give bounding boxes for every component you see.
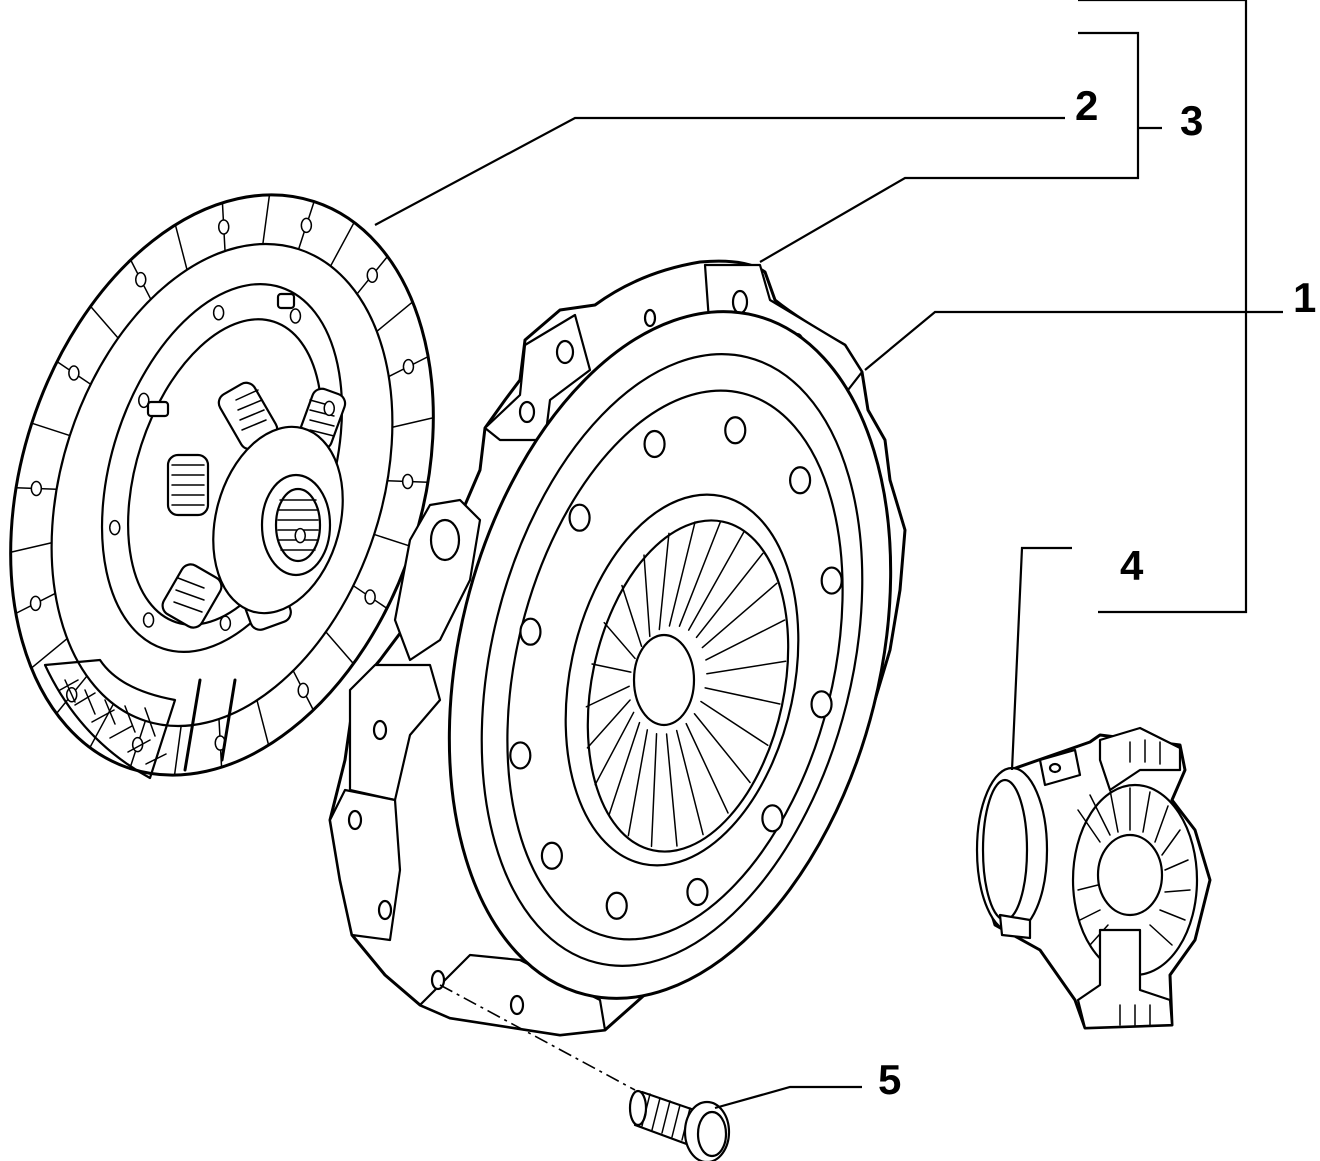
diaphragm-finger [685, 722, 729, 814]
diaphragm-finger [665, 733, 678, 847]
rivet-hole [68, 365, 80, 381]
cover-bolt-hole [643, 429, 666, 459]
friction-segment-line [9, 542, 53, 554]
friction-segment-line [325, 631, 355, 665]
friction-segment-line [262, 194, 271, 245]
friction-segment-line [89, 305, 119, 339]
hub-hole [219, 615, 232, 632]
diaphragm-finger [705, 619, 786, 661]
diaphragm-finger [678, 520, 722, 627]
callout-4: 4 [1120, 542, 1144, 589]
cover-bolt-hole [761, 804, 784, 833]
diaphragm-finger [643, 554, 651, 638]
diaphragm-finger [608, 721, 641, 816]
hub-hole [323, 400, 335, 417]
callout-3: 3 [1180, 97, 1203, 144]
diaphragm-finger [586, 699, 631, 749]
friction-segment-line [174, 224, 188, 271]
cover-bolt-hole [540, 841, 563, 870]
rivet-hole [401, 473, 414, 490]
diaphragm-finger [687, 531, 745, 631]
callout-numbers: 1 2 3 4 5 [878, 82, 1316, 1103]
hub-hole [142, 612, 155, 628]
friction-segment-line [391, 416, 435, 428]
mounting-bolt [628, 1089, 731, 1161]
rivet-hole [366, 267, 379, 283]
friction-segment-line [376, 301, 414, 333]
cover-bolt-hole [810, 690, 833, 719]
callout-leaders [374, 0, 1283, 1110]
release-bearing [975, 726, 1212, 1030]
cover-bolt-hole [789, 466, 812, 495]
diaphragm-finger [594, 711, 635, 786]
diaphragm-finger [621, 584, 643, 648]
pressure-plate-cover [328, 259, 907, 1037]
friction-segment-line [31, 422, 71, 437]
rivet-hole [30, 480, 43, 497]
rivet-hole [300, 217, 313, 234]
callout-5: 5 [878, 1056, 901, 1103]
friction-segment-line [329, 221, 355, 267]
diaphragm-finger [668, 521, 696, 627]
diaphragm-finger [695, 552, 764, 639]
callout-1: 1 [1293, 274, 1316, 321]
rivet-hole [364, 589, 376, 605]
rivet-hole [135, 271, 147, 288]
rivet-hole [217, 219, 230, 235]
friction-segment-line [256, 699, 270, 746]
friction-segment-line [373, 533, 413, 548]
clutch-disc [9, 193, 435, 780]
diaphragm-finger [627, 729, 649, 837]
friction-segment-line [30, 637, 68, 669]
callout-2: 2 [1075, 82, 1098, 129]
diaphragm-finger [675, 729, 704, 836]
rivet-hole [297, 682, 309, 699]
diaphragm-finger [585, 685, 630, 708]
diaphragm-finger [658, 532, 670, 631]
cover-bolt-hole [605, 891, 628, 920]
diaphragm-finger [693, 712, 751, 784]
cover-bolt-hole [519, 617, 542, 646]
hub-hole [289, 308, 302, 324]
rivet-hole [402, 358, 415, 375]
friction-segment-line [173, 725, 182, 776]
diaphragm-finger [706, 660, 787, 675]
hub-hole [294, 527, 306, 544]
diaphragm-finger [700, 700, 769, 747]
hub-hole [109, 519, 121, 536]
diaphragm-finger [591, 663, 632, 673]
cover-bolt-hole [686, 877, 709, 907]
rivet-hole [29, 595, 42, 612]
diaphragm-finger [701, 582, 778, 649]
diaphragm-finger [704, 687, 781, 705]
cover-bolt-hole [820, 566, 843, 595]
diaphragm-finger [650, 733, 658, 848]
cover-bolt-hole [509, 741, 532, 770]
cover-bolt-hole [724, 416, 747, 445]
diaphragm-finger [603, 621, 636, 660]
cover-bolt-hole [568, 503, 591, 532]
hub-hole [138, 392, 150, 409]
hub-hole [212, 304, 225, 321]
